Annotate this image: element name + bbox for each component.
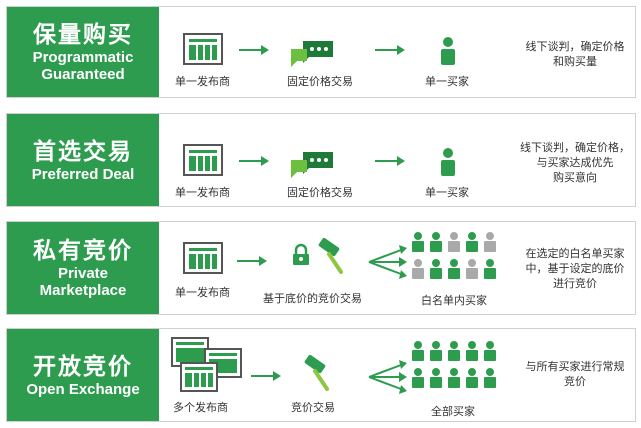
deal-caption: 竞价交易: [291, 401, 335, 414]
desc-line: 与买家达成优先: [536, 156, 614, 169]
gavel-icon: [304, 354, 329, 391]
arrow-icon: [239, 45, 269, 55]
multiple-publishers-icon: [171, 337, 242, 392]
title-cn: 首选交易: [33, 138, 133, 165]
row-label: 开放竞价 Open Exchange: [7, 329, 159, 421]
arrow-icon: [375, 45, 405, 55]
desc-line: 线下谈判，确定价格，: [520, 141, 630, 154]
publisher-icon: [183, 242, 223, 274]
publisher-caption: 单一发布商: [175, 286, 230, 299]
row-label: 私有竞价 Private Marketplace: [7, 222, 159, 314]
publisher-icon: [183, 144, 223, 176]
title-en-line1: Programmatic: [32, 49, 134, 66]
buyer-icon: [441, 37, 455, 65]
arrow-icon: [239, 156, 269, 166]
desc-line: 在选定的白名单买家: [525, 247, 625, 260]
deal-caption: 固定价格交易: [287, 75, 353, 88]
desc-line: 竞价: [564, 375, 586, 388]
title-en-line2: Guaranteed: [41, 66, 125, 83]
row-programmatic-guaranteed: 保量购买 Programmatic Guaranteed 单一发布商 固定价格交…: [6, 6, 636, 98]
buyer-caption: 单一买家: [425, 75, 469, 88]
publisher-caption: 单一发布商: [175, 186, 230, 199]
arrow-icon: [375, 156, 405, 166]
desc-line: 进行竞价: [553, 277, 597, 290]
arrow-icon: [237, 256, 267, 266]
desc-line: 购买意向: [553, 171, 597, 184]
row-preferred-deal: 首选交易 Preferred Deal 单一发布商 固定价格交易 单一买家 线下…: [6, 113, 636, 207]
desc-line: 中，基于设定的底价: [525, 262, 625, 275]
title-en-line2: Marketplace: [39, 282, 127, 299]
deal-caption: 基于底价的竞价交易: [263, 292, 362, 305]
multi-arrow-icon: [368, 360, 407, 394]
title-en-line1: Private: [57, 265, 109, 282]
arrow-icon: [251, 371, 281, 381]
deal-caption: 固定价格交易: [287, 186, 353, 199]
title-en: Preferred Deal: [31, 165, 135, 183]
title-en: Open Exchange: [26, 380, 140, 398]
row-label: 首选交易 Preferred Deal: [7, 114, 159, 206]
publisher-icon: [183, 33, 223, 65]
buyer-caption: 单一买家: [425, 186, 469, 199]
title-cn: 保量购买: [33, 22, 133, 48]
whitelist-buyers-grid: [412, 232, 496, 279]
row-label: 保量购买 Programmatic Guaranteed: [7, 7, 159, 97]
buyer-icon: [441, 148, 455, 176]
title-cn: 私有竞价: [33, 238, 133, 264]
desc-line: 线下谈判，确定价格: [525, 40, 625, 53]
desc-line: 和购买量: [553, 55, 597, 68]
title-cn: 开放竞价: [33, 353, 133, 380]
multi-arrow-icon: [368, 245, 407, 279]
all-buyers-grid: [412, 341, 496, 388]
publisher-caption: 多个发布商: [173, 401, 228, 414]
description: 线下谈判，确定价格 和购买量: [515, 39, 635, 69]
description: 线下谈判，确定价格， 与买家达成优先 购买意向: [515, 140, 635, 185]
chat-bubble-icon: [291, 41, 333, 67]
description: 在选定的白名单买家 中，基于设定的底价 进行竞价: [515, 246, 635, 291]
publisher-caption: 单一发布商: [175, 75, 230, 88]
row-open-exchange: 开放竞价 Open Exchange 多个发布商 竞价交易: [6, 328, 636, 422]
description: 与所有买家进行常规 竞价: [515, 359, 635, 389]
desc-line: 与所有买家进行常规: [525, 360, 625, 373]
buyer-caption: 白名单内买家: [421, 294, 487, 307]
lock-icon: [293, 243, 309, 265]
buyer-caption: 全部买家: [431, 405, 475, 418]
chat-bubble-icon: [291, 152, 333, 178]
gavel-icon: [318, 237, 343, 274]
row-private-marketplace: 私有竞价 Private Marketplace 单一发布商 基于底价的竞价交易: [6, 221, 636, 315]
